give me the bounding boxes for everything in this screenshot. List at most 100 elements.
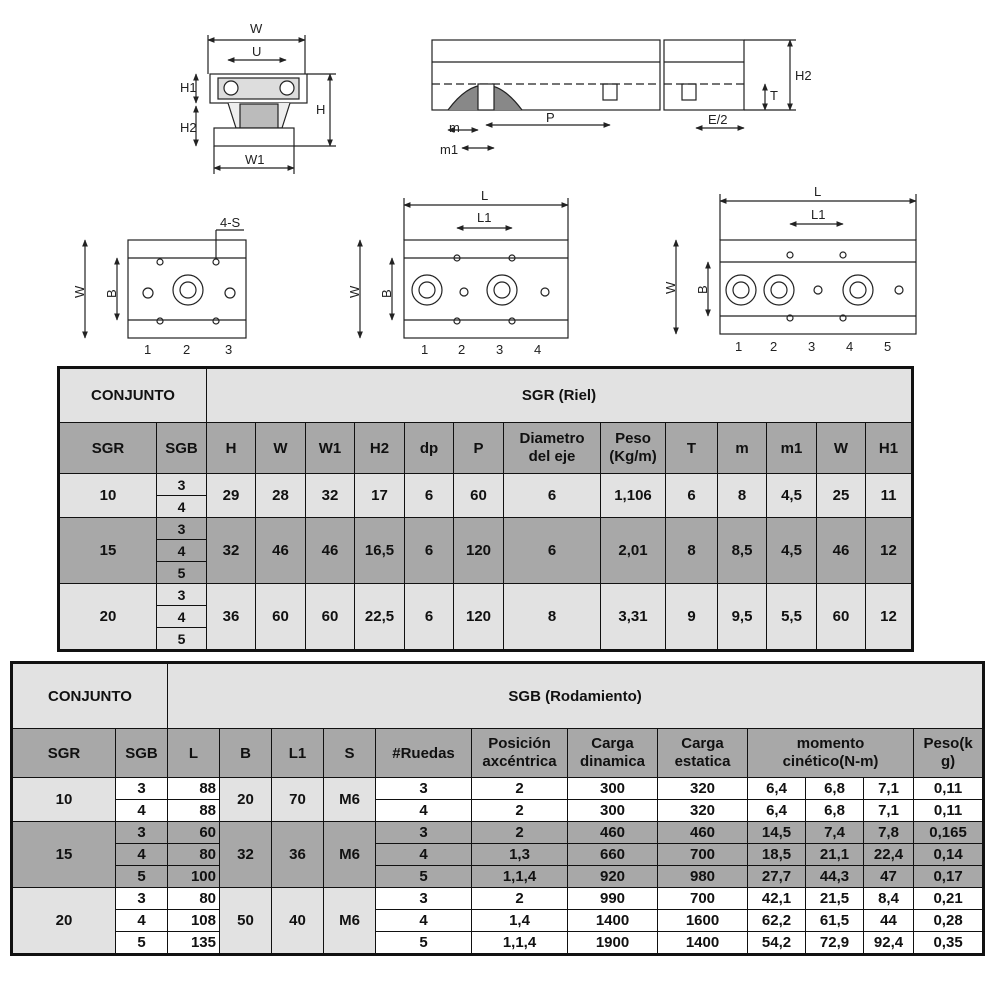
mom-cell: 18,5: [747, 843, 806, 866]
ruedas-cell: 4: [375, 909, 472, 932]
col-header: SGB: [156, 422, 207, 474]
value-cell: 6: [503, 517, 601, 584]
sgr-cell: 20: [58, 583, 157, 651]
value-cell: 6: [404, 473, 454, 518]
value-cell: 6: [404, 583, 454, 651]
peso-cell: 0,11: [912, 799, 985, 822]
col-header: #Ruedas: [375, 728, 472, 778]
din-cell: 300: [567, 777, 658, 800]
mom-cell: 47: [863, 865, 914, 888]
col-header: W: [255, 422, 306, 474]
value-cell: 32: [305, 473, 355, 518]
plan1-num-3: 3: [225, 342, 232, 357]
value-cell: 60: [255, 583, 306, 651]
sgb-cell: 5: [115, 865, 168, 888]
dim-U-label: U: [252, 44, 261, 59]
value-cell: 4,5: [766, 473, 817, 518]
value-cell: 60: [453, 473, 504, 518]
plan2-num-2: 2: [458, 342, 465, 357]
mom-cell: 44: [863, 909, 914, 932]
L-cell: 135: [167, 931, 220, 955]
ruedas-cell: 5: [375, 931, 472, 955]
peso-cell: 0,21: [912, 887, 985, 910]
pos-cell: 2: [471, 799, 568, 822]
dim-W-plan2-label: W: [347, 285, 362, 298]
sgb-cell: 3: [156, 583, 207, 606]
value-cell: 29: [206, 473, 256, 518]
mom-cell: 21,1: [805, 843, 864, 866]
dim-W-plan1-label: W: [72, 285, 87, 298]
dim-W1-label: W1: [245, 152, 265, 167]
dim-W-label: W: [250, 21, 263, 36]
col-header: m1: [766, 422, 817, 474]
L-cell: 88: [167, 777, 220, 800]
plan2-num-1: 1: [421, 342, 428, 357]
L-cell: 80: [167, 887, 220, 910]
plan3-num-5: 5: [884, 339, 891, 354]
value-cell: 60: [816, 583, 866, 651]
sgb-cell: 3: [115, 777, 168, 800]
din-cell: 1400: [567, 909, 658, 932]
sgb-cell: 4: [156, 605, 207, 628]
col-header: SGR: [11, 728, 116, 778]
value-cell: 1,106: [600, 473, 666, 518]
est-cell: 700: [657, 843, 748, 866]
value-cell: 46: [305, 517, 355, 584]
sgb-cell: 5: [156, 561, 207, 584]
dim-H-label: H: [316, 102, 325, 117]
plan-view-5: [673, 194, 917, 335]
col-header: S: [323, 728, 376, 778]
dim-W-plan3-label: W: [663, 281, 678, 294]
col-header: m: [717, 422, 767, 474]
dim-B-plan2-label: B: [379, 289, 394, 298]
value-cell: 11: [864, 473, 914, 518]
dim-B-plan1-label: B: [104, 289, 119, 298]
sgb-cell: 5: [156, 627, 207, 651]
technical-drawings: W U H1 H2 H W1 m m1 P E/2 T H2: [0, 0, 1000, 365]
col-header: SGB: [115, 728, 168, 778]
value-cell: 120: [453, 583, 504, 651]
col-header: L1: [271, 728, 324, 778]
value-cell: 6: [503, 473, 601, 518]
S-cell: M6: [323, 887, 376, 955]
sgb-cell: 3: [156, 517, 207, 540]
pos-cell: 2: [471, 887, 568, 910]
B-cell: 20: [219, 777, 272, 822]
sgr-cell: 10: [58, 473, 157, 518]
pos-cell: 2: [471, 821, 568, 844]
ruedas-cell: 3: [375, 777, 472, 800]
sgb-cell: 4: [115, 843, 168, 866]
sgr-cell: 15: [58, 517, 157, 584]
dim-E2-label: E/2: [708, 112, 728, 127]
ruedas-cell: 4: [375, 799, 472, 822]
mom-cell: 92,4: [863, 931, 914, 955]
sgr-cell: 20: [11, 887, 116, 955]
din-cell: 920: [567, 865, 658, 888]
plan1-num-2: 2: [183, 342, 190, 357]
mom-cell: 6,4: [747, 799, 806, 822]
din-cell: 460: [567, 821, 658, 844]
plan-view-4: [357, 198, 569, 339]
conjunto-header: CONJUNTO: [58, 367, 207, 423]
mom-cell: 6,4: [747, 777, 806, 800]
mom-cell: 7,1: [863, 777, 914, 800]
col-header: momento cinético(N-m): [747, 728, 914, 778]
value-cell: 12: [864, 583, 914, 651]
value-cell: 12: [864, 517, 914, 584]
sgb-cell: 3: [115, 887, 168, 910]
value-cell: 16,5: [354, 517, 405, 584]
drawings-svg: W U H1 H2 H W1 m m1 P E/2 T H2: [72, 21, 917, 357]
mom-cell: 7,4: [805, 821, 864, 844]
din-cell: 990: [567, 887, 658, 910]
mom-cell: 21,5: [805, 887, 864, 910]
mom-cell: 7,8: [863, 821, 914, 844]
value-cell: 17: [354, 473, 405, 518]
sgb-cell: 3: [156, 473, 207, 496]
value-cell: 6: [404, 517, 454, 584]
pos-cell: 1,1,4: [471, 931, 568, 955]
plan1-num-1: 1: [144, 342, 151, 357]
col-header: B: [219, 728, 272, 778]
col-header: dp: [404, 422, 454, 474]
col-header: Carga dinamica: [567, 728, 658, 778]
mom-cell: 61,5: [805, 909, 864, 932]
